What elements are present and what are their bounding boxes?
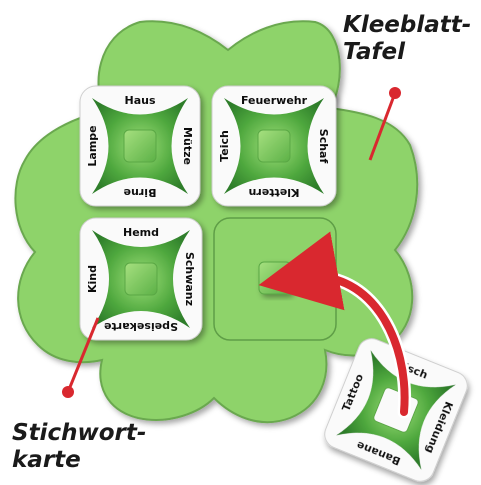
keyword-card-4: Fisch Kleidung Banane Tattoo xyxy=(324,338,468,482)
board-callout-line2: Tafel xyxy=(343,39,405,65)
card1-word-right: Mütze xyxy=(181,127,194,165)
board-pointer-line xyxy=(368,92,397,161)
card-pointer-line xyxy=(66,317,100,393)
card3-word-bottom: Speisekarte xyxy=(104,320,178,333)
slot-center-square xyxy=(258,261,292,295)
keyword-card-3: Hemd Schwanz Speisekarte Kind xyxy=(79,217,203,341)
card-callout-line2: karte xyxy=(12,447,81,473)
card3-word-right: Schwanz xyxy=(183,252,196,306)
card3-word-left: Kind xyxy=(86,265,99,293)
card-callout-line1: Stichwort- xyxy=(12,420,147,446)
board-callout: Kleeblatt- Tafel xyxy=(343,12,471,66)
card-callout: Stichwort- karte xyxy=(12,420,146,474)
board-callout-line1: Kleeblatt- xyxy=(343,12,472,38)
card2-word-bottom: Klettern xyxy=(249,186,300,199)
card2-word-top: Feuerwehr xyxy=(241,94,308,107)
card2-word-right: Schaf xyxy=(317,129,330,164)
card1-word-left: Lampe xyxy=(86,125,99,166)
keyword-card-1: Haus Mütze Birne Lampe xyxy=(79,85,201,207)
board-pointer-dot xyxy=(389,87,401,99)
card1-word-bottom: Birne xyxy=(124,186,157,199)
card-pointer-dot xyxy=(62,386,74,398)
card2-word-left: Teich xyxy=(218,130,231,162)
card3-word-top: Hemd xyxy=(123,226,159,239)
card1-word-top: Haus xyxy=(124,94,155,107)
keyword-card-2: Feuerwehr Schaf Klettern Teich xyxy=(211,85,337,207)
